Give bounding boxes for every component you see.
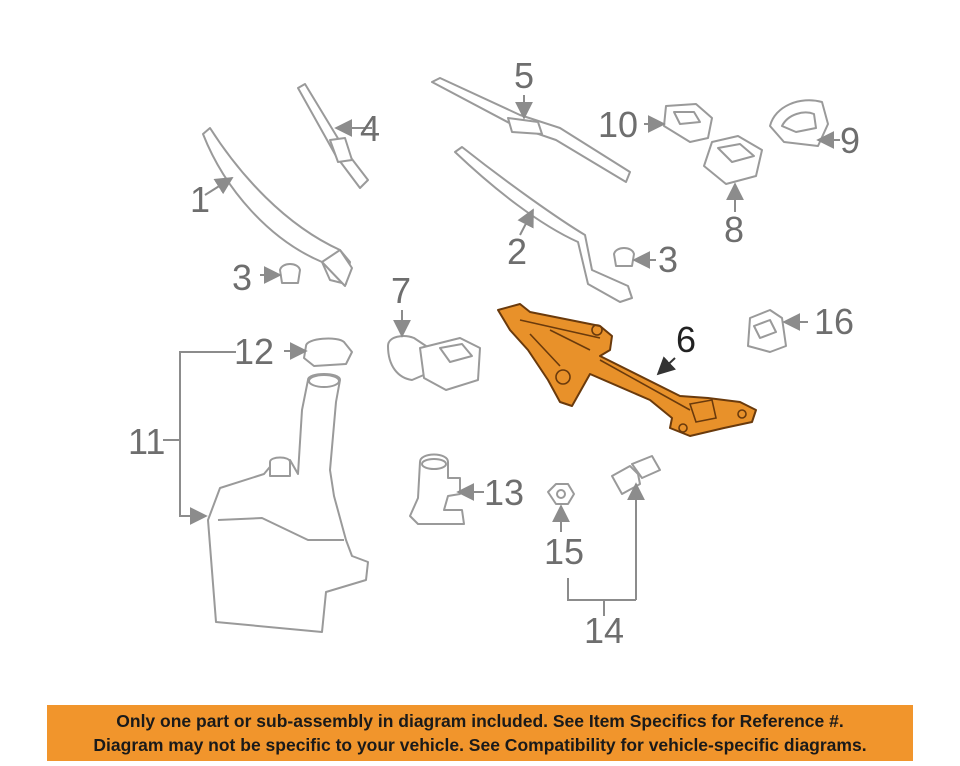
leader-line-6 xyxy=(656,356,676,376)
leader-line-2 xyxy=(517,208,534,236)
callout-6: 6 xyxy=(676,319,696,360)
callout-11: 11 xyxy=(128,421,165,462)
callout-3a: 3 xyxy=(232,257,252,298)
wiper-blade-right xyxy=(431,77,631,183)
wiper-motor xyxy=(387,335,481,391)
washer-reservoir xyxy=(207,373,369,633)
linkage-seal xyxy=(747,309,787,353)
leader-bracket-14 xyxy=(567,578,636,601)
callout-9: 9 xyxy=(840,120,860,161)
disclaimer-banner: Only one part or sub-assembly in diagram… xyxy=(47,705,913,761)
leader-bracket-11 xyxy=(179,351,236,525)
callout-13: 13 xyxy=(484,472,524,513)
callout-4: 4 xyxy=(360,108,380,149)
hex-nut xyxy=(547,483,575,505)
callout-14: 14 xyxy=(584,610,624,651)
nut-cap-left xyxy=(279,263,301,284)
callout-7: 7 xyxy=(391,270,411,311)
wiper-arm-left xyxy=(202,127,353,287)
callout-2: 2 xyxy=(507,231,527,272)
leader-line-1 xyxy=(204,177,234,196)
bracket-clip xyxy=(663,103,713,143)
callout-5: 5 xyxy=(514,55,534,96)
mounting-bolt xyxy=(611,455,661,495)
disclaimer-line-1: Only one part or sub-assembly in diagram… xyxy=(116,711,844,731)
wiper-arm-right xyxy=(454,146,633,303)
callout-8: 8 xyxy=(724,209,744,250)
callout-16: 16 xyxy=(814,301,854,342)
washer-pump xyxy=(409,453,465,525)
reservoir-cap xyxy=(303,337,353,367)
callout-1: 1 xyxy=(190,179,210,220)
wiper-blade-left xyxy=(297,83,369,189)
callout-10: 10 xyxy=(598,104,638,145)
callout-3b: 3 xyxy=(658,239,678,280)
wiper-relay xyxy=(703,135,763,185)
wiper-system-diagram: 1 4 3 5 2 3 10 8 xyxy=(128,55,860,651)
nut-cap-right xyxy=(613,247,635,267)
disclaimer-line-2: Diagram may not be specific to your vehi… xyxy=(93,735,867,755)
wiper-linkage-highlighted xyxy=(497,303,757,437)
callout-15: 15 xyxy=(544,531,584,572)
callout-12: 12 xyxy=(234,331,274,372)
